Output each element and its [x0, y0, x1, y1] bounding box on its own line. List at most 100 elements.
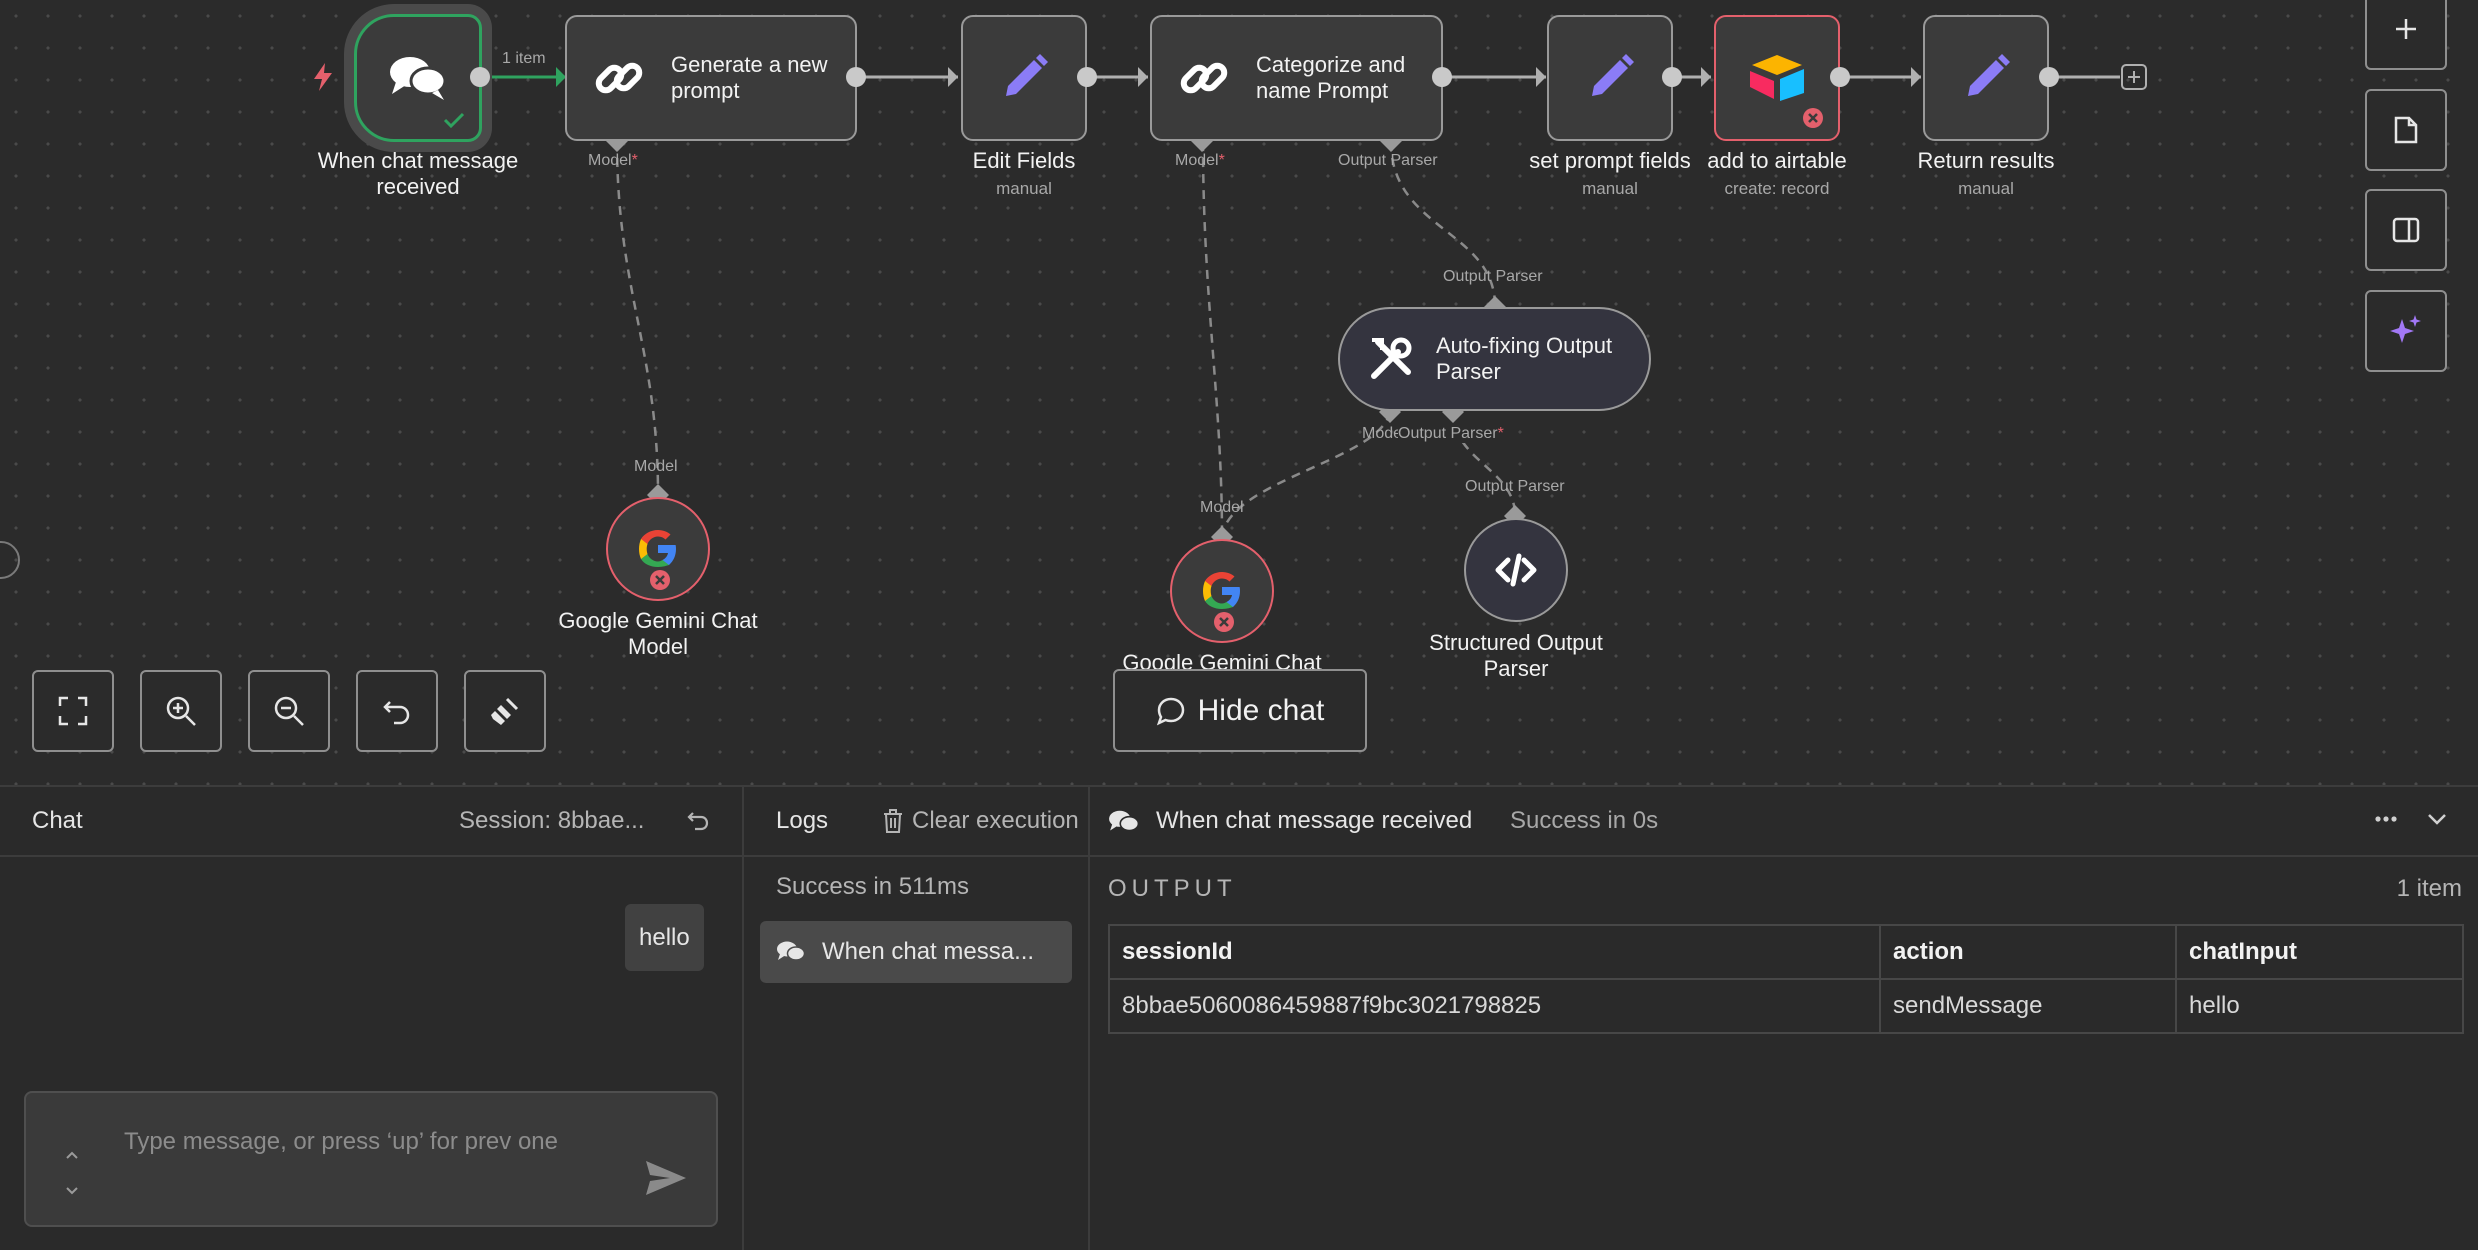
pencil-icon	[1006, 54, 1048, 96]
node-subtitle: manual	[996, 179, 1052, 198]
node-label: Structured Output Parser	[1429, 630, 1603, 681]
toggle-panel-button[interactable]	[2365, 189, 2447, 271]
connection-categorize-autofix	[1389, 141, 1497, 307]
airtable-logo-icon	[1750, 55, 1804, 101]
chat-message-user: hello	[625, 904, 704, 971]
node-google-gemini-chat-model[interactable]	[606, 497, 710, 601]
cell-sessionid[interactable]: 8bbae5060086459887f9bc3021798825	[1108, 978, 1881, 1034]
output-parser-input-label: Output Parser	[1443, 268, 1543, 285]
model-input-label: Model	[1200, 499, 1244, 516]
output-port[interactable]	[846, 67, 866, 87]
output-port[interactable]	[1077, 67, 1097, 87]
output-port[interactable]	[470, 67, 490, 87]
node-when-chat-message-received[interactable]	[354, 14, 482, 142]
node-categorize-name-prompt[interactable]: Categorize and name Prompt	[1150, 15, 1443, 141]
chat-title: Chat	[32, 807, 83, 834]
node-structured-output-parser[interactable]	[1464, 518, 1568, 622]
error-x-icon	[1214, 612, 1234, 632]
node-google-gemini-chat-model1[interactable]	[1170, 539, 1274, 643]
pencil-icon	[1968, 54, 2010, 96]
zoom-out-icon	[274, 696, 304, 726]
reset-zoom-button[interactable]	[356, 670, 438, 752]
add-node-button[interactable]	[2365, 0, 2447, 70]
zoom-in-button[interactable]	[140, 670, 222, 752]
output-port[interactable]	[1830, 67, 1850, 87]
model-port-label: Model*	[588, 152, 638, 169]
node-auto-fixing-output-parser[interactable]: Auto-fixing Output Parser	[1338, 307, 1651, 411]
sticky-note-icon	[2394, 116, 2418, 144]
output-table: sessionId action chatInput 8bbae50600864…	[1108, 924, 2464, 1034]
pencil-icon	[1592, 54, 1634, 96]
chevron-down-icon[interactable]	[2426, 811, 2448, 827]
output-parser-input-label: Output Parser	[1465, 478, 1565, 495]
panel-icon	[2392, 217, 2420, 243]
cell-action[interactable]: sendMessage	[1879, 978, 2177, 1034]
reset-session-icon[interactable]	[686, 809, 710, 833]
node-label: Return results	[1917, 148, 2055, 173]
tools-icon	[1371, 337, 1412, 379]
add-node-plus-icon	[2121, 64, 2147, 90]
link-chain-icon	[595, 62, 643, 94]
node-title: Generate a new prompt	[671, 52, 828, 103]
node-title: Categorize and name Prompt	[1256, 52, 1406, 103]
hide-chat-button[interactable]: Hide chat	[1113, 669, 1367, 752]
hide-chat-label: Hide chat	[1197, 693, 1325, 727]
zoom-to-fit-button[interactable]	[32, 670, 114, 752]
fit-view-icon	[58, 696, 88, 726]
table-header-row: sessionId action chatInput	[1108, 924, 2464, 980]
chat-header: Chat Session: 8bbae...	[0, 787, 742, 857]
node-edit-fields[interactable]	[961, 15, 1087, 141]
node-title: Auto-fixing Output Parser	[1436, 333, 1613, 384]
logs-header: Logs Clear execution	[744, 787, 1088, 857]
node-label: set prompt fields	[1529, 148, 1691, 173]
log-entry[interactable]: When chat messa...	[760, 921, 1072, 983]
output-port[interactable]	[2039, 67, 2059, 87]
logs-title: Logs	[776, 807, 829, 834]
zoom-out-button[interactable]	[248, 670, 330, 752]
logs-pane: Logs Clear execution Success in 511ms Wh…	[744, 787, 1088, 1250]
node-label: Edit Fields	[972, 148, 1076, 173]
ai-assistant-button[interactable]	[2365, 290, 2447, 372]
history-down-icon[interactable]	[64, 1185, 80, 1197]
node-set-prompt-fields[interactable]	[1547, 15, 1673, 141]
cell-chatinput[interactable]: hello	[2175, 978, 2464, 1034]
output-parser-port-label: Output Parser	[1338, 152, 1438, 169]
undo-arrow-icon	[383, 701, 410, 725]
bottom-panel: Chat Session: 8bbae... hello Type messag…	[0, 785, 2478, 1250]
node-subtitle: manual	[1958, 179, 2014, 198]
node-subtitle: create: record	[1724, 179, 1830, 198]
history-up-icon[interactable]	[64, 1149, 80, 1161]
tidy-up-button[interactable]	[464, 670, 546, 752]
model-port-label: Model*	[1175, 152, 1225, 169]
chat-input-box[interactable]: Type message, or press ‘up’ for prev one	[24, 1091, 718, 1227]
workflow-canvas[interactable]: 1 item When chat message received Genera…	[0, 0, 2478, 785]
plus-icon	[2396, 19, 2416, 39]
output-node-name: When chat message received	[1156, 807, 1473, 834]
node-return-results[interactable]	[1923, 15, 2049, 141]
items-count-label: 1 item	[502, 50, 546, 67]
table-row: 8bbae5060086459887f9bc3021798825 sendMes…	[1108, 978, 2464, 1034]
session-id[interactable]: Session: 8bbae...	[459, 807, 645, 834]
node-generate-new-prompt[interactable]: Generate a new prompt	[565, 15, 857, 141]
output-port[interactable]	[1662, 67, 1682, 87]
success-check-icon	[443, 112, 465, 129]
broom-icon	[491, 697, 519, 725]
node-subtitle: manual	[1582, 179, 1638, 198]
google-g-icon	[1203, 572, 1240, 609]
message-text: hello	[639, 923, 690, 951]
node-label: Google Gemini Chat Model	[558, 608, 758, 659]
output-status: Success in 0s	[1510, 807, 1659, 834]
column-header-chatinput: chatInput	[2175, 924, 2464, 980]
add-sticky-note-button[interactable]	[2365, 89, 2447, 171]
output-parser-port-label: Output Parser*	[1398, 425, 1504, 443]
log-entry-label: When chat messa...	[822, 938, 1035, 965]
send-icon[interactable]	[644, 1159, 688, 1197]
chat-bubbles-icon	[390, 57, 447, 100]
more-options-icon[interactable]	[2374, 815, 2398, 823]
column-header-action: action	[1879, 924, 2177, 980]
clear-execution-button[interactable]: Clear execution	[882, 807, 1088, 835]
output-port[interactable]	[1432, 67, 1452, 87]
code-icon	[1495, 553, 1537, 587]
node-add-to-airtable[interactable]	[1714, 15, 1840, 141]
connection-autofix-gemini1	[1220, 411, 1392, 537]
